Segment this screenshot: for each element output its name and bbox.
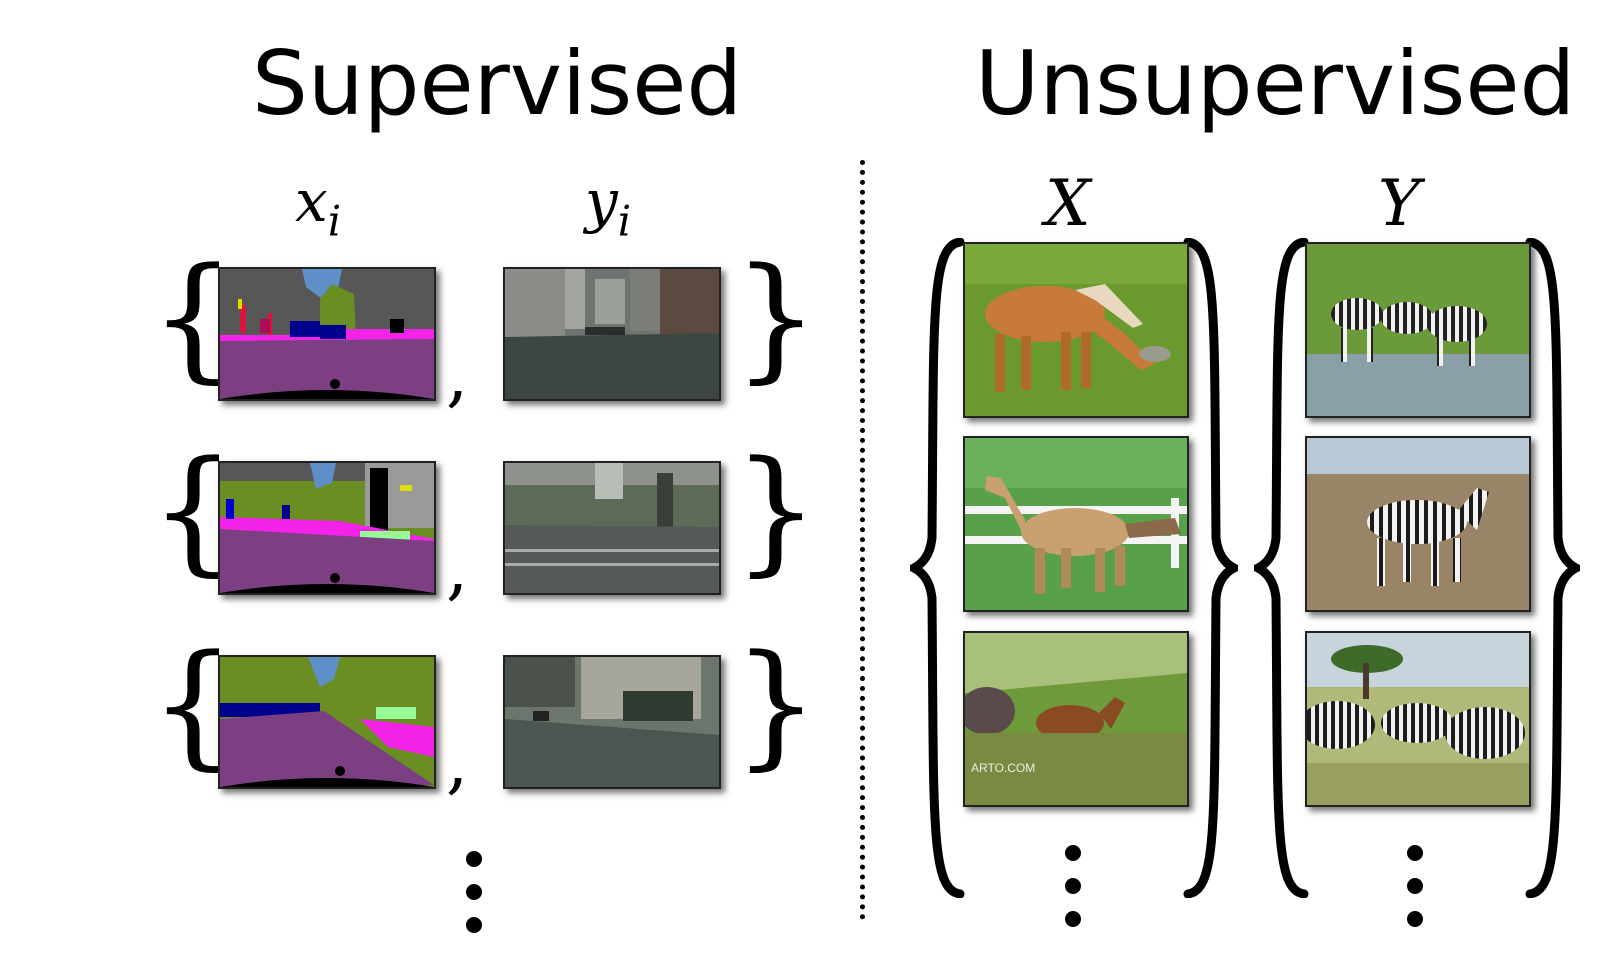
supervised-title: Supervised <box>252 32 743 135</box>
ellipsis-dot <box>1407 845 1423 861</box>
zebra-image-1 <box>1305 242 1531 418</box>
ellipsis-dot <box>466 917 482 933</box>
y-set-label: Y <box>1378 167 1421 241</box>
horse-image-3: ARTO.COM <box>963 631 1189 807</box>
right-brace-X-set <box>1183 238 1238 898</box>
right-brace-row-3: } <box>733 626 819 783</box>
left-brace-X-set <box>910 238 965 898</box>
horse-image-2 <box>963 436 1189 612</box>
ellipsis-dot <box>1065 911 1081 927</box>
horse-image-1 <box>963 242 1189 418</box>
ellipsis-dot <box>466 884 482 900</box>
segmentation-map-1 <box>218 267 436 401</box>
zebra-image-2 <box>1305 436 1531 612</box>
street-photo-1 <box>503 267 721 401</box>
pair-separator-1: , <box>446 334 469 416</box>
ellipsis-dot <box>1407 878 1423 894</box>
street-photo-3 <box>503 655 721 789</box>
right-brace-row-1: } <box>733 239 819 396</box>
x-set-label: X <box>1045 167 1091 241</box>
pair-separator-2: , <box>446 527 469 609</box>
right-brace-row-2: } <box>733 432 819 589</box>
ellipsis-dot <box>1407 911 1423 927</box>
street-photo-2 <box>503 461 721 595</box>
y-i-label: yi <box>585 167 632 246</box>
pair-separator-3: , <box>446 721 469 803</box>
ellipsis-dot <box>466 851 482 867</box>
ellipsis-dot <box>1065 845 1081 861</box>
left-brace-Y-set <box>1254 238 1309 898</box>
unsupervised-title: Unsupervised <box>975 32 1576 135</box>
segmentation-map-2 <box>218 461 436 595</box>
zebra-image-3 <box>1305 631 1531 807</box>
ellipsis-dot <box>1065 878 1081 894</box>
dotted-divider <box>860 160 865 920</box>
x-i-label: xi <box>295 167 342 246</box>
image-credit: ARTO.COM <box>971 761 1036 775</box>
segmentation-map-3 <box>218 655 436 789</box>
right-brace-Y-set <box>1525 238 1580 898</box>
